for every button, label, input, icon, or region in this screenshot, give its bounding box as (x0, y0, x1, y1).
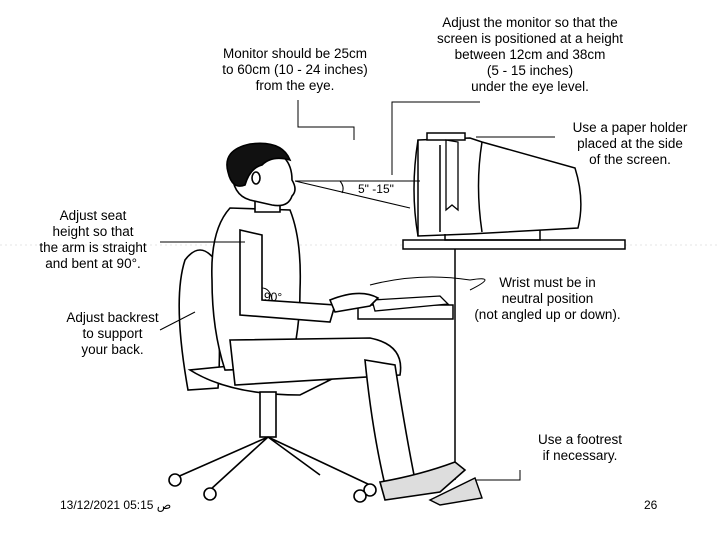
monitor-distance-note: Monitor should be 25cm to 60cm (10 - 24 … (222, 46, 368, 93)
elbow-angle-arc (261, 287, 273, 301)
monitor-height-note: Adjust the monitor so that the screen is… (436, 15, 624, 94)
seated-person (211, 142, 467, 501)
leader-lines (159, 100, 555, 481)
backrest-note: Adjust backrest to support your back. (66, 310, 159, 357)
footrest (428, 477, 483, 506)
keyboard (371, 295, 450, 312)
paper-holder-note: Use a paper holder placed at the side of… (572, 120, 688, 167)
footrest-note: Use a footrest if necessary. (537, 432, 623, 463)
sight-angle-label: 5" -15" (358, 182, 394, 196)
seat-height-note: Adjust seat height so that the arm is st… (39, 208, 147, 271)
wrist-note: Wrist must be in neutral position (not a… (474, 275, 621, 322)
slide-page-number: 26 (644, 498, 658, 512)
paper-holder (445, 139, 459, 212)
elbow-angle-label: 90° (264, 290, 283, 304)
sight-lines (294, 180, 420, 209)
slide-datetime: ص 05:15 13/12/2021 (60, 498, 172, 512)
